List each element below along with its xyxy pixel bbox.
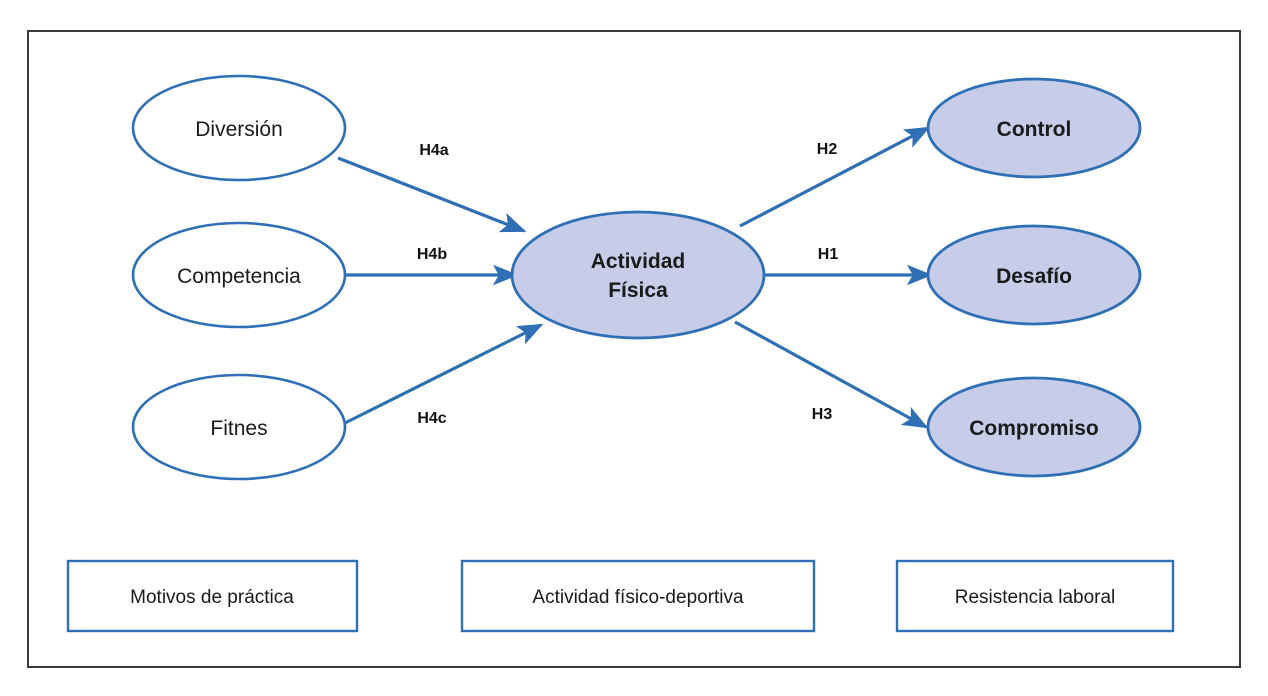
edge-layer: H4a H4b H4c H2 H1 xyxy=(337,126,933,429)
edge-label-h2: H2 xyxy=(817,141,838,158)
node-control[interactable]: Control xyxy=(926,77,1142,179)
legend-box-actividad[interactable]: Actividad físico-deportiva xyxy=(460,559,816,633)
node-compromiso-shape[interactable] xyxy=(926,376,1142,478)
node-compromiso[interactable]: Compromiso xyxy=(926,376,1142,478)
edge-h2: H2 xyxy=(739,126,931,228)
legend-box-motivos-label: Motivos de práctica xyxy=(130,587,294,608)
edge-h4b: H4b xyxy=(345,246,519,286)
edge-h1: H1 xyxy=(765,246,933,286)
node-desafio-label: Desafío xyxy=(996,265,1072,288)
legend-box-resistencia[interactable]: Resistencia laboral xyxy=(895,559,1175,633)
node-competencia[interactable]: Competencia xyxy=(131,221,347,329)
node-desafio-shape[interactable] xyxy=(926,224,1142,326)
node-desafio[interactable]: Desafío xyxy=(926,224,1142,326)
legend-box-motivos-frame[interactable] xyxy=(66,559,359,633)
edge-h4a: H4a xyxy=(337,142,527,233)
edge-label-h4b: H4b xyxy=(417,246,447,263)
legend-box-actividad-frame[interactable] xyxy=(460,559,816,633)
node-fitnes-label: Fitnes xyxy=(210,417,267,440)
edge-h3-line xyxy=(734,320,929,429)
edge-label-h1: H1 xyxy=(818,246,839,263)
legend-box-actividad-label: Actividad físico-deportiva xyxy=(532,587,744,608)
node-competencia-label: Competencia xyxy=(177,265,301,288)
node-fitnes[interactable]: Fitnes xyxy=(131,373,347,481)
edge-label-h4c: H4c xyxy=(417,410,446,427)
edge-h4a-line xyxy=(337,156,527,233)
node-diversion-shape[interactable] xyxy=(131,74,347,182)
node-diversion[interactable]: Diversión xyxy=(131,74,347,182)
node-layer: Diversión Competencia Fitnes Actividad F… xyxy=(131,74,1142,481)
node-control-shape[interactable] xyxy=(926,77,1142,179)
node-competencia-shape[interactable] xyxy=(131,221,347,329)
node-compromiso-label: Compromiso xyxy=(969,417,1099,440)
edge-label-h3: H3 xyxy=(812,406,833,423)
legend-box-motivos[interactable]: Motivos de práctica xyxy=(66,559,359,633)
node-actividad-fisica[interactable]: Actividad Física xyxy=(510,210,766,340)
node-fitnes-shape[interactable] xyxy=(131,373,347,481)
edge-label-h4a: H4a xyxy=(419,142,448,159)
node-actividad-fisica-shape[interactable] xyxy=(510,210,766,340)
legend-box-resistencia-label: Resistencia laboral xyxy=(955,587,1116,608)
node-actividad-fisica-label-line1: Actividad xyxy=(591,250,686,273)
node-actividad-fisica-label-line2: Física xyxy=(608,279,668,302)
node-diversion-label: Diversión xyxy=(195,118,283,141)
edge-h2-line xyxy=(739,126,931,228)
edge-h4c: H4c xyxy=(340,323,544,427)
node-control-label: Control xyxy=(997,118,1072,141)
legend-box-resistencia-frame[interactable] xyxy=(895,559,1175,633)
figure-border xyxy=(27,30,1241,668)
legend-layer: Motivos de práctica Actividad físico-dep… xyxy=(66,559,1175,633)
edge-h4c-line xyxy=(340,323,544,427)
edge-h3: H3 xyxy=(734,320,929,429)
